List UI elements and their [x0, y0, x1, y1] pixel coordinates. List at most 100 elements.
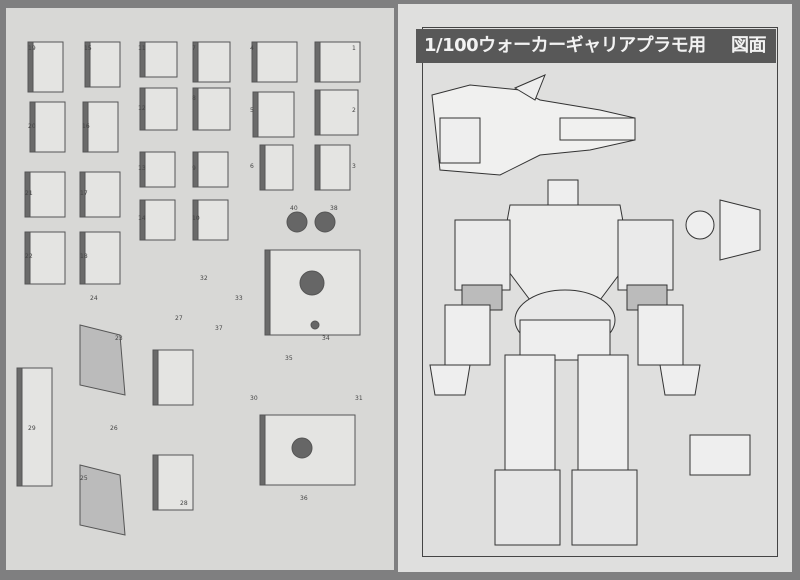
cutout-part: [144, 41, 178, 78]
cutout-part: [319, 41, 361, 83]
part-number: 13: [138, 165, 146, 172]
cutout-part: [34, 101, 66, 153]
hole-mark: [310, 320, 320, 330]
cutout-part: [257, 91, 295, 138]
part-number: 20: [28, 123, 36, 130]
part-number: 23: [115, 335, 123, 342]
part-number: 40: [290, 205, 298, 212]
part-number: 10: [192, 215, 200, 222]
part-number: 38: [330, 205, 338, 212]
part-number: 26: [110, 425, 118, 432]
cutout-part: [144, 87, 178, 131]
glue-tab: [251, 41, 258, 83]
glue-tab: [192, 41, 199, 83]
cutout-part: [144, 199, 176, 241]
cutout-part: [157, 349, 194, 406]
hole-mark: [291, 437, 313, 459]
cutout-part: [197, 199, 229, 241]
glue-tab: [192, 87, 199, 131]
part-number: 8: [192, 95, 196, 102]
part-number: 30: [250, 395, 258, 402]
glue-tab: [259, 144, 266, 191]
glue-tab: [24, 171, 31, 218]
part-number: 12: [138, 105, 146, 112]
glue-tab: [139, 151, 146, 188]
part-number: 16: [82, 123, 90, 130]
glue-tab: [314, 89, 321, 136]
cutout-part: [157, 454, 194, 511]
gear-part: [79, 324, 126, 396]
drawing-frame: [422, 27, 778, 557]
robot-torso: [499, 204, 631, 301]
glue-tab: [27, 41, 34, 93]
glue-tab: [252, 91, 259, 138]
cutout-part: [144, 151, 176, 188]
page-title: 1/100ウォーカーギャリアプラモ用: [424, 35, 706, 56]
glue-tab: [79, 171, 86, 218]
glue-tab: [152, 454, 159, 511]
hole-mark: [286, 211, 308, 233]
glue-tab: [84, 41, 91, 88]
glue-tab: [24, 231, 31, 285]
glue-tab: [139, 41, 146, 78]
glue-tab: [192, 151, 199, 188]
cutout-part: [32, 41, 64, 93]
cutout-part: [89, 41, 121, 88]
cutout-part: [84, 171, 121, 218]
part-number: 33: [235, 295, 243, 302]
part-number: 21: [25, 190, 33, 197]
cutout-part: [264, 144, 294, 191]
part-number: 3: [352, 163, 356, 170]
cutout-part: [29, 171, 66, 218]
cutout-part: [84, 231, 121, 285]
cutout-part: [256, 41, 298, 83]
cutout-part: [87, 101, 119, 153]
glue-tab: [79, 231, 86, 285]
part-number: 5: [250, 107, 254, 114]
glue-tab: [139, 199, 146, 241]
part-number: 28: [180, 500, 188, 507]
part-number: 14: [138, 215, 146, 222]
cutout-part: [197, 151, 229, 188]
part-number: 24: [90, 295, 98, 302]
cutout-part: [319, 144, 351, 191]
part-number-labels: 1234567891011121314151617181920212223242…: [25, 45, 363, 507]
glue-tab: [29, 101, 36, 153]
part-number: 11: [138, 45, 146, 52]
cutout-part: [29, 231, 66, 285]
part-number: 18: [80, 253, 88, 260]
part-number: 6: [250, 163, 254, 170]
hole-mark: [314, 211, 336, 233]
part-number: 34: [322, 335, 330, 342]
part-number: 35: [285, 355, 293, 362]
part-number: 25: [80, 475, 88, 482]
part-number: 4: [250, 45, 254, 52]
part-number: 27: [175, 315, 183, 322]
page-title-bar: 1/100ウォーカーギャリアプラモ用 図面: [416, 29, 776, 63]
robot-blueprint: [429, 74, 761, 546]
part-number: 15: [84, 45, 92, 52]
part-number: 37: [215, 325, 223, 332]
glue-tab: [139, 87, 146, 131]
cutout-parts: [16, 41, 361, 536]
glue-tab: [152, 349, 159, 406]
hole-mark: [299, 270, 325, 296]
part-number: 36: [300, 495, 308, 502]
glue-tab: [192, 199, 199, 241]
part-number: 7: [192, 45, 196, 52]
part-number: 17: [80, 190, 88, 197]
part-number: 32: [200, 275, 208, 282]
figure-label: 図面: [731, 35, 767, 56]
glue-tab: [16, 367, 23, 487]
part-number: 31: [355, 395, 363, 402]
cutout-part: [319, 89, 359, 136]
gear-part: [79, 464, 126, 536]
part-number: 22: [25, 253, 33, 260]
glue-tab: [82, 101, 89, 153]
part-number: 1: [352, 45, 356, 52]
glue-tab: [259, 414, 266, 486]
cutout-part: [197, 87, 231, 131]
glue-tab: [314, 41, 321, 83]
part-number: 2: [352, 107, 356, 114]
